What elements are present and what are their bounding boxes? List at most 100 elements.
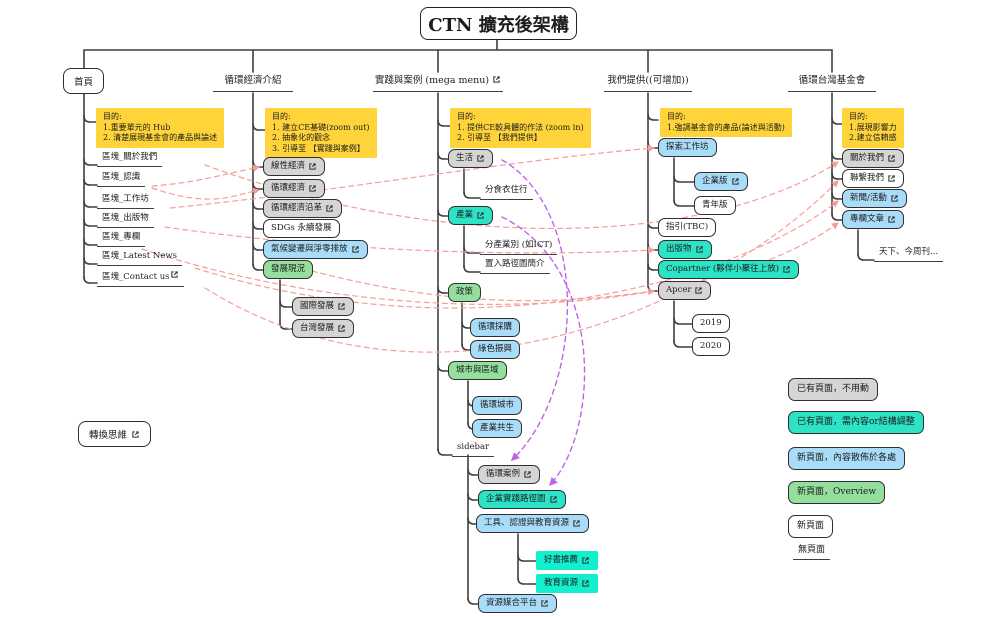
- reference-link-line: [169, 144, 656, 209]
- node-home[interactable]: 首頁: [63, 68, 105, 94]
- node-label: 區塊_Latest News: [102, 251, 177, 261]
- node-offer-header[interactable]: 我們提供((可增加)): [604, 72, 692, 92]
- node-sdgs[interactable]: SDGs 永續發展: [263, 219, 340, 238]
- node-home-note[interactable]: 目的: 1.重要單元的 Hub 2. 清楚展現基金會的產品與論述: [96, 108, 225, 148]
- node-linear-economy[interactable]: 線性經濟: [263, 157, 326, 176]
- node-ce-header[interactable]: 循環經濟介紹: [213, 72, 293, 92]
- node-label: 新頁面，內容散佈於各處: [797, 453, 897, 463]
- node-label: 城市與區域: [456, 365, 499, 375]
- reference-link-line: [141, 222, 839, 305]
- node-label: 區塊_工作坊: [102, 194, 149, 204]
- node-label: 目的: 1.展現影響力 2.建立信賴感: [849, 112, 897, 142]
- diagram-title[interactable]: CTN 擴充後架構: [420, 7, 577, 40]
- node-book-recommend[interactable]: 好書推薦: [536, 551, 599, 570]
- node-apcer[interactable]: Apcer: [658, 281, 712, 300]
- node-fdn-contact[interactable]: 聯繫我們: [842, 169, 905, 188]
- node-practice-note[interactable]: 目的: 1. 提供CE較具體的作法 (zoom in) 2. 引導至 【我們提供…: [450, 108, 591, 148]
- node-copartner[interactable]: Copartner (夥伴小聚往上放): [658, 260, 800, 279]
- tree-connector-line: [517, 554, 537, 562]
- external-link-icon: [888, 175, 895, 182]
- tree-connector-line: [83, 276, 98, 284]
- node-legend-existing[interactable]: 已有頁面，不用動: [788, 378, 879, 401]
- node-offer-note[interactable]: 目的: 1.強調基金會的產品(論述與活動): [660, 108, 792, 137]
- node-fdn-news[interactable]: 新聞/活動: [842, 189, 907, 208]
- tree-connector-line: [83, 257, 98, 265]
- node-circular-procurement[interactable]: 循環採購: [470, 318, 521, 337]
- node-legend-adjust[interactable]: 已有頁面，需內容or結構調整: [788, 411, 924, 434]
- external-link-icon: [695, 246, 703, 253]
- tree-connector-line: [647, 113, 659, 121]
- node-label: 政策: [456, 287, 474, 297]
- node-guide-tbc[interactable]: 指引(TBC): [658, 218, 717, 237]
- node-intl-dev[interactable]: 國際發展: [292, 297, 355, 316]
- node-legend-new-scattered[interactable]: 新頁面，內容散佈於各處: [788, 447, 906, 470]
- node-matching-platform[interactable]: 資源媒合平台: [478, 594, 558, 613]
- node-media-list[interactable]: 天下、今周刊...: [874, 247, 944, 262]
- external-link-icon: [309, 185, 316, 192]
- node-home-column[interactable]: 區塊_專欄: [97, 232, 146, 247]
- node-dev-status[interactable]: 發展現況: [263, 260, 314, 279]
- node-edu-resources[interactable]: 教育資源: [536, 574, 599, 593]
- node-ce-note[interactable]: 目的: 1. 建立CE基礎(zoom out) 2. 抽象化的觀念 3. 引導至…: [265, 108, 377, 158]
- node-mindset[interactable]: 轉換思維: [78, 421, 152, 447]
- tree-connector-line: [252, 263, 264, 271]
- external-link-icon: [326, 205, 333, 212]
- node-explore-workshop[interactable]: 探索工作坊: [658, 138, 717, 157]
- node-practice-header[interactable]: 實踐與案例 (mega menu): [373, 72, 503, 92]
- node-label: 循環採購: [478, 322, 513, 332]
- node-climate[interactable]: 氣候變遷與淨零排放: [263, 240, 368, 259]
- node-tw-dev[interactable]: 台灣發展: [292, 319, 355, 338]
- node-life-items[interactable]: 分食衣住行: [480, 185, 533, 200]
- node-label: 循環台灣基金會: [798, 75, 866, 86]
- node-legend-new-overview[interactable]: 新頁面，Overview: [788, 481, 886, 504]
- node-home-contact[interactable]: 區塊_Contact us: [97, 270, 184, 287]
- node-label: 循環經濟: [271, 183, 306, 193]
- node-fdn-header[interactable]: 循環台灣基金會: [788, 72, 876, 92]
- node-green-recovery[interactable]: 綠色振興: [470, 340, 521, 359]
- node-ce-history[interactable]: 循環經濟沿革: [263, 199, 343, 218]
- node-year-2020[interactable]: 2020: [692, 337, 730, 356]
- node-home-knows[interactable]: 區塊_認識: [97, 172, 146, 187]
- node-youth-version[interactable]: 青年版: [694, 196, 736, 215]
- node-industry[interactable]: 產業: [448, 206, 494, 225]
- node-label: sidebar: [457, 442, 490, 452]
- node-label: 生活: [456, 153, 474, 163]
- node-fdn-note[interactable]: 目的: 1.展現影響力 2.建立信賴感: [842, 108, 904, 148]
- node-circular-cases[interactable]: 循環案例: [478, 465, 541, 484]
- node-city-region[interactable]: 城市與區域: [448, 361, 507, 380]
- node-legend-nopage[interactable]: 無頁面: [793, 545, 831, 560]
- node-publications[interactable]: 出版物: [658, 240, 712, 259]
- node-fdn-about[interactable]: 關於我們: [842, 149, 905, 168]
- node-circular-city[interactable]: 循環城市: [472, 396, 523, 415]
- node-industry-roadmap[interactable]: 置入路徑圖簡介: [480, 259, 550, 274]
- node-label: 循環城市: [480, 400, 515, 410]
- reference-link-line: [194, 200, 839, 309]
- node-label: 台灣發展: [300, 323, 335, 333]
- tree-connector-line: [831, 172, 843, 180]
- node-label: 資源媒合平台: [486, 598, 538, 608]
- node-circular-economy[interactable]: 循環經濟: [263, 179, 326, 198]
- node-industrial-symbiosis[interactable]: 產業共生: [472, 419, 523, 438]
- node-home-publications[interactable]: 區塊_出版物: [97, 213, 154, 228]
- node-policy[interactable]: 政策: [448, 283, 482, 302]
- external-link-icon: [582, 580, 589, 587]
- tree-connector-line: [467, 493, 479, 501]
- node-life[interactable]: 生活: [448, 149, 494, 168]
- node-industry-items[interactable]: 分產業別 (如ICT): [480, 240, 558, 255]
- node-fdn-articles[interactable]: 專欄文章: [842, 210, 905, 229]
- tree-connector-line: [831, 213, 843, 221]
- external-link-icon: [783, 266, 790, 273]
- node-label: 循環經濟沿革: [271, 203, 323, 213]
- node-home-about[interactable]: 區塊_關於我們: [97, 152, 163, 167]
- node-year-2019[interactable]: 2019: [692, 314, 730, 333]
- node-home-workshop[interactable]: 區塊_工作坊: [97, 194, 154, 209]
- node-legend-new[interactable]: 新頁面: [788, 515, 834, 538]
- tree-connector-line: [437, 448, 453, 456]
- node-corporate-version[interactable]: 企業版: [694, 172, 748, 191]
- tree-connector-line: [437, 286, 449, 294]
- node-sidebar[interactable]: sidebar: [452, 442, 495, 457]
- node-home-latest-news[interactable]: 區塊_Latest News: [97, 251, 182, 266]
- node-practice-roadmap[interactable]: 企業實踐路徑圖: [478, 490, 566, 509]
- node-tools-resources[interactable]: 工具、認證與教育資源: [476, 514, 590, 533]
